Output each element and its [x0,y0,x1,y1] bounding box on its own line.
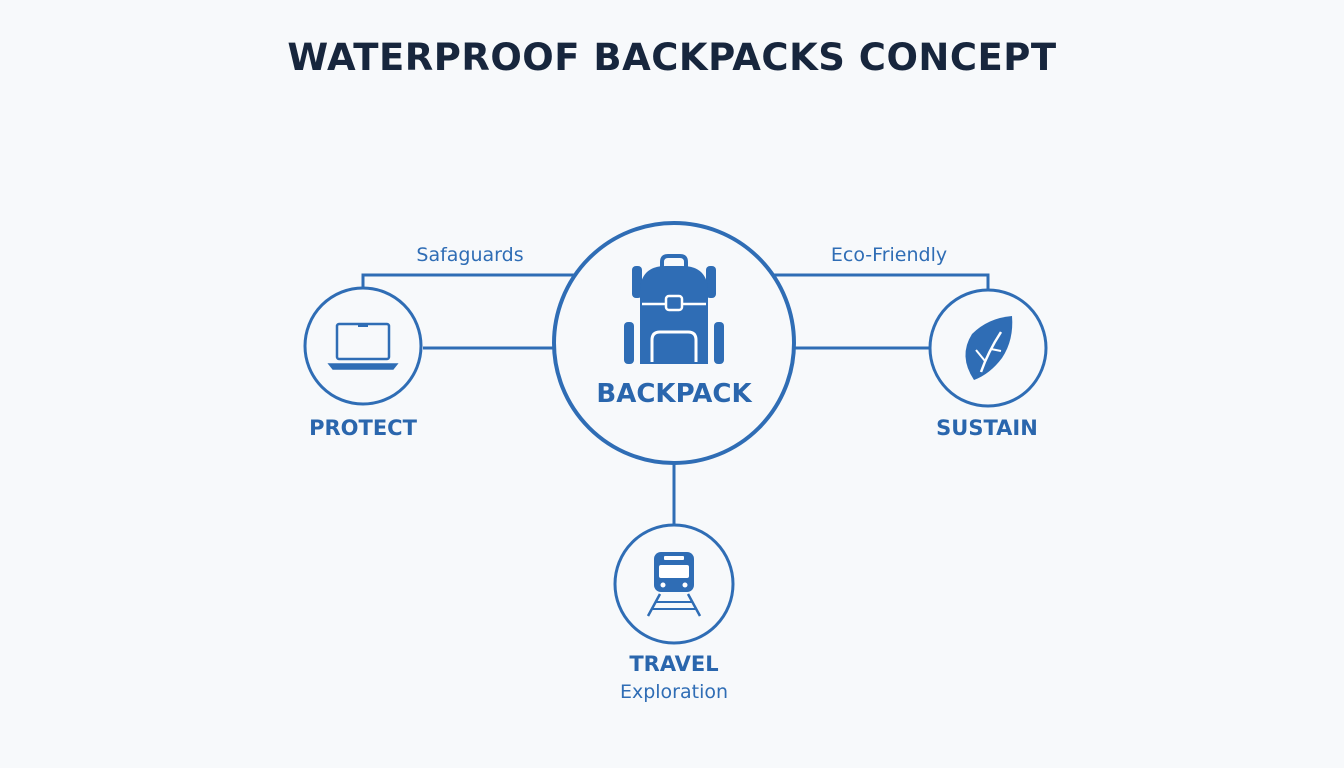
travel-node-sublabel: Exploration [619,681,729,703]
backpack-icon [624,254,724,364]
sustain-node-label: SUSTAIN [936,416,1038,440]
sustain-node-circle [928,288,1048,408]
center-node-label: BACKPACK [596,379,752,409]
travel-node-label: TRAVEL [629,652,719,676]
edge-label-sustain: Eco-Friendly [830,244,948,266]
travel-node-circle [613,523,735,645]
page-title: WATERPROOF BACKPACKS CONCEPT [287,36,1057,79]
connector-sustain-top [773,273,990,289]
connector-protect-top [361,273,575,289]
protect-node-circle [303,286,423,406]
train-icon [646,552,702,617]
edge-label-protect: Safaguards [416,244,524,266]
protect-node-label: PROTECT [309,416,417,440]
center-node-circle [552,221,796,465]
laptop-icon [327,322,399,370]
leaf-icon [965,316,1013,380]
